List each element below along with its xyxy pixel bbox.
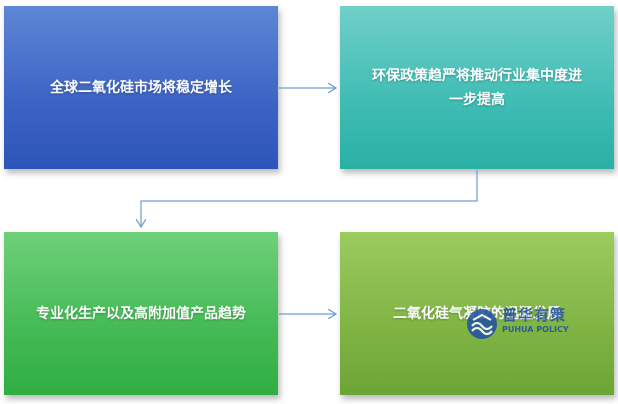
- flow-box-text: 专业化生产以及高附加值产品趋势: [36, 305, 246, 322]
- logo-name-cn: 普华有策: [502, 306, 567, 324]
- flow-box-text-line-1: 环保政策趋严将推动行业集中度进: [372, 67, 582, 84]
- flow-box-text-line-2: 一步提高: [449, 91, 505, 108]
- logo-name-en: PUHUA POLICY: [502, 325, 569, 334]
- flow-box-environmental-policy: 环保政策趋严将推动行业集中度进 一步提高: [340, 6, 614, 169]
- puhua-logo-icon: [467, 309, 497, 339]
- flow-box-aerogel-development: 二氧化硅气凝胶的迅猛发展: [340, 232, 614, 395]
- flow-box-specialized-production: 专业化生产以及高附加值产品趋势: [4, 232, 278, 395]
- flow-box-text: 全球二氧化硅市场将稳定增长: [50, 79, 232, 96]
- arrow-box2-to-box3: [141, 170, 478, 227]
- flow-box-global-growth: 全球二氧化硅市场将稳定增长: [4, 6, 278, 169]
- puhua-policy-logo: 普华有策 PUHUA POLICY: [466, 300, 576, 344]
